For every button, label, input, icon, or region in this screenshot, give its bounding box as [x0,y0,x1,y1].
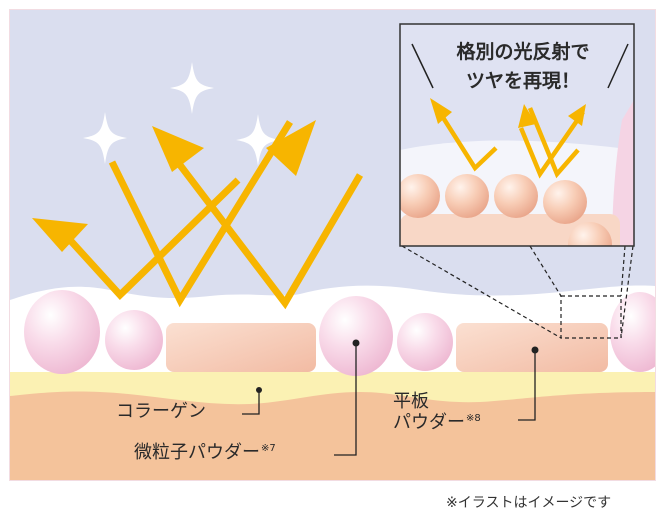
label-flat-powder: 平板 パウダー※8 [393,391,481,433]
collagen-layer [10,368,655,405]
flat-plate [456,323,608,372]
callout-line-1: 格別の光反射で [456,41,590,63]
pink-sphere [610,292,655,372]
callout-headline: 格別の光反射で ツヤを再現！ [428,38,618,96]
sparkle-icon [236,114,280,166]
arrow-head-icon [266,120,316,176]
fine-powder-footnote-ref: ※7 [261,443,276,454]
leader-lines [242,343,536,456]
sparkle-icon [83,112,127,164]
illustration-disclaimer: ※イラストはイメージです [446,495,612,511]
callout-line-2: ツヤを再現！ [465,70,580,92]
label-collagen: コラーゲン [116,401,206,423]
flat-powder-text-line1: 平板 [393,391,429,412]
arrow-head-icon [152,126,204,172]
flat-powder-text-line2: パウダー [393,411,465,433]
fine-powder-text: 微粒子パウダー [134,442,260,463]
arrow-head-icon [32,218,88,252]
pink-sphere [105,310,163,370]
flat-powder-footnote-ref: ※8 [466,412,481,424]
reflection-arrows [67,120,364,310]
sparkle-icon [170,62,214,114]
callout-box [399,23,635,247]
zoom-indicator [401,245,634,339]
flat-plate [166,323,316,372]
pink-sphere [319,296,393,376]
pink-sphere [397,313,453,371]
label-fine-powder: 微粒子パウダー※7 [134,442,276,464]
pink-sphere [24,290,100,374]
collagen-text: コラーゲン [116,401,206,422]
